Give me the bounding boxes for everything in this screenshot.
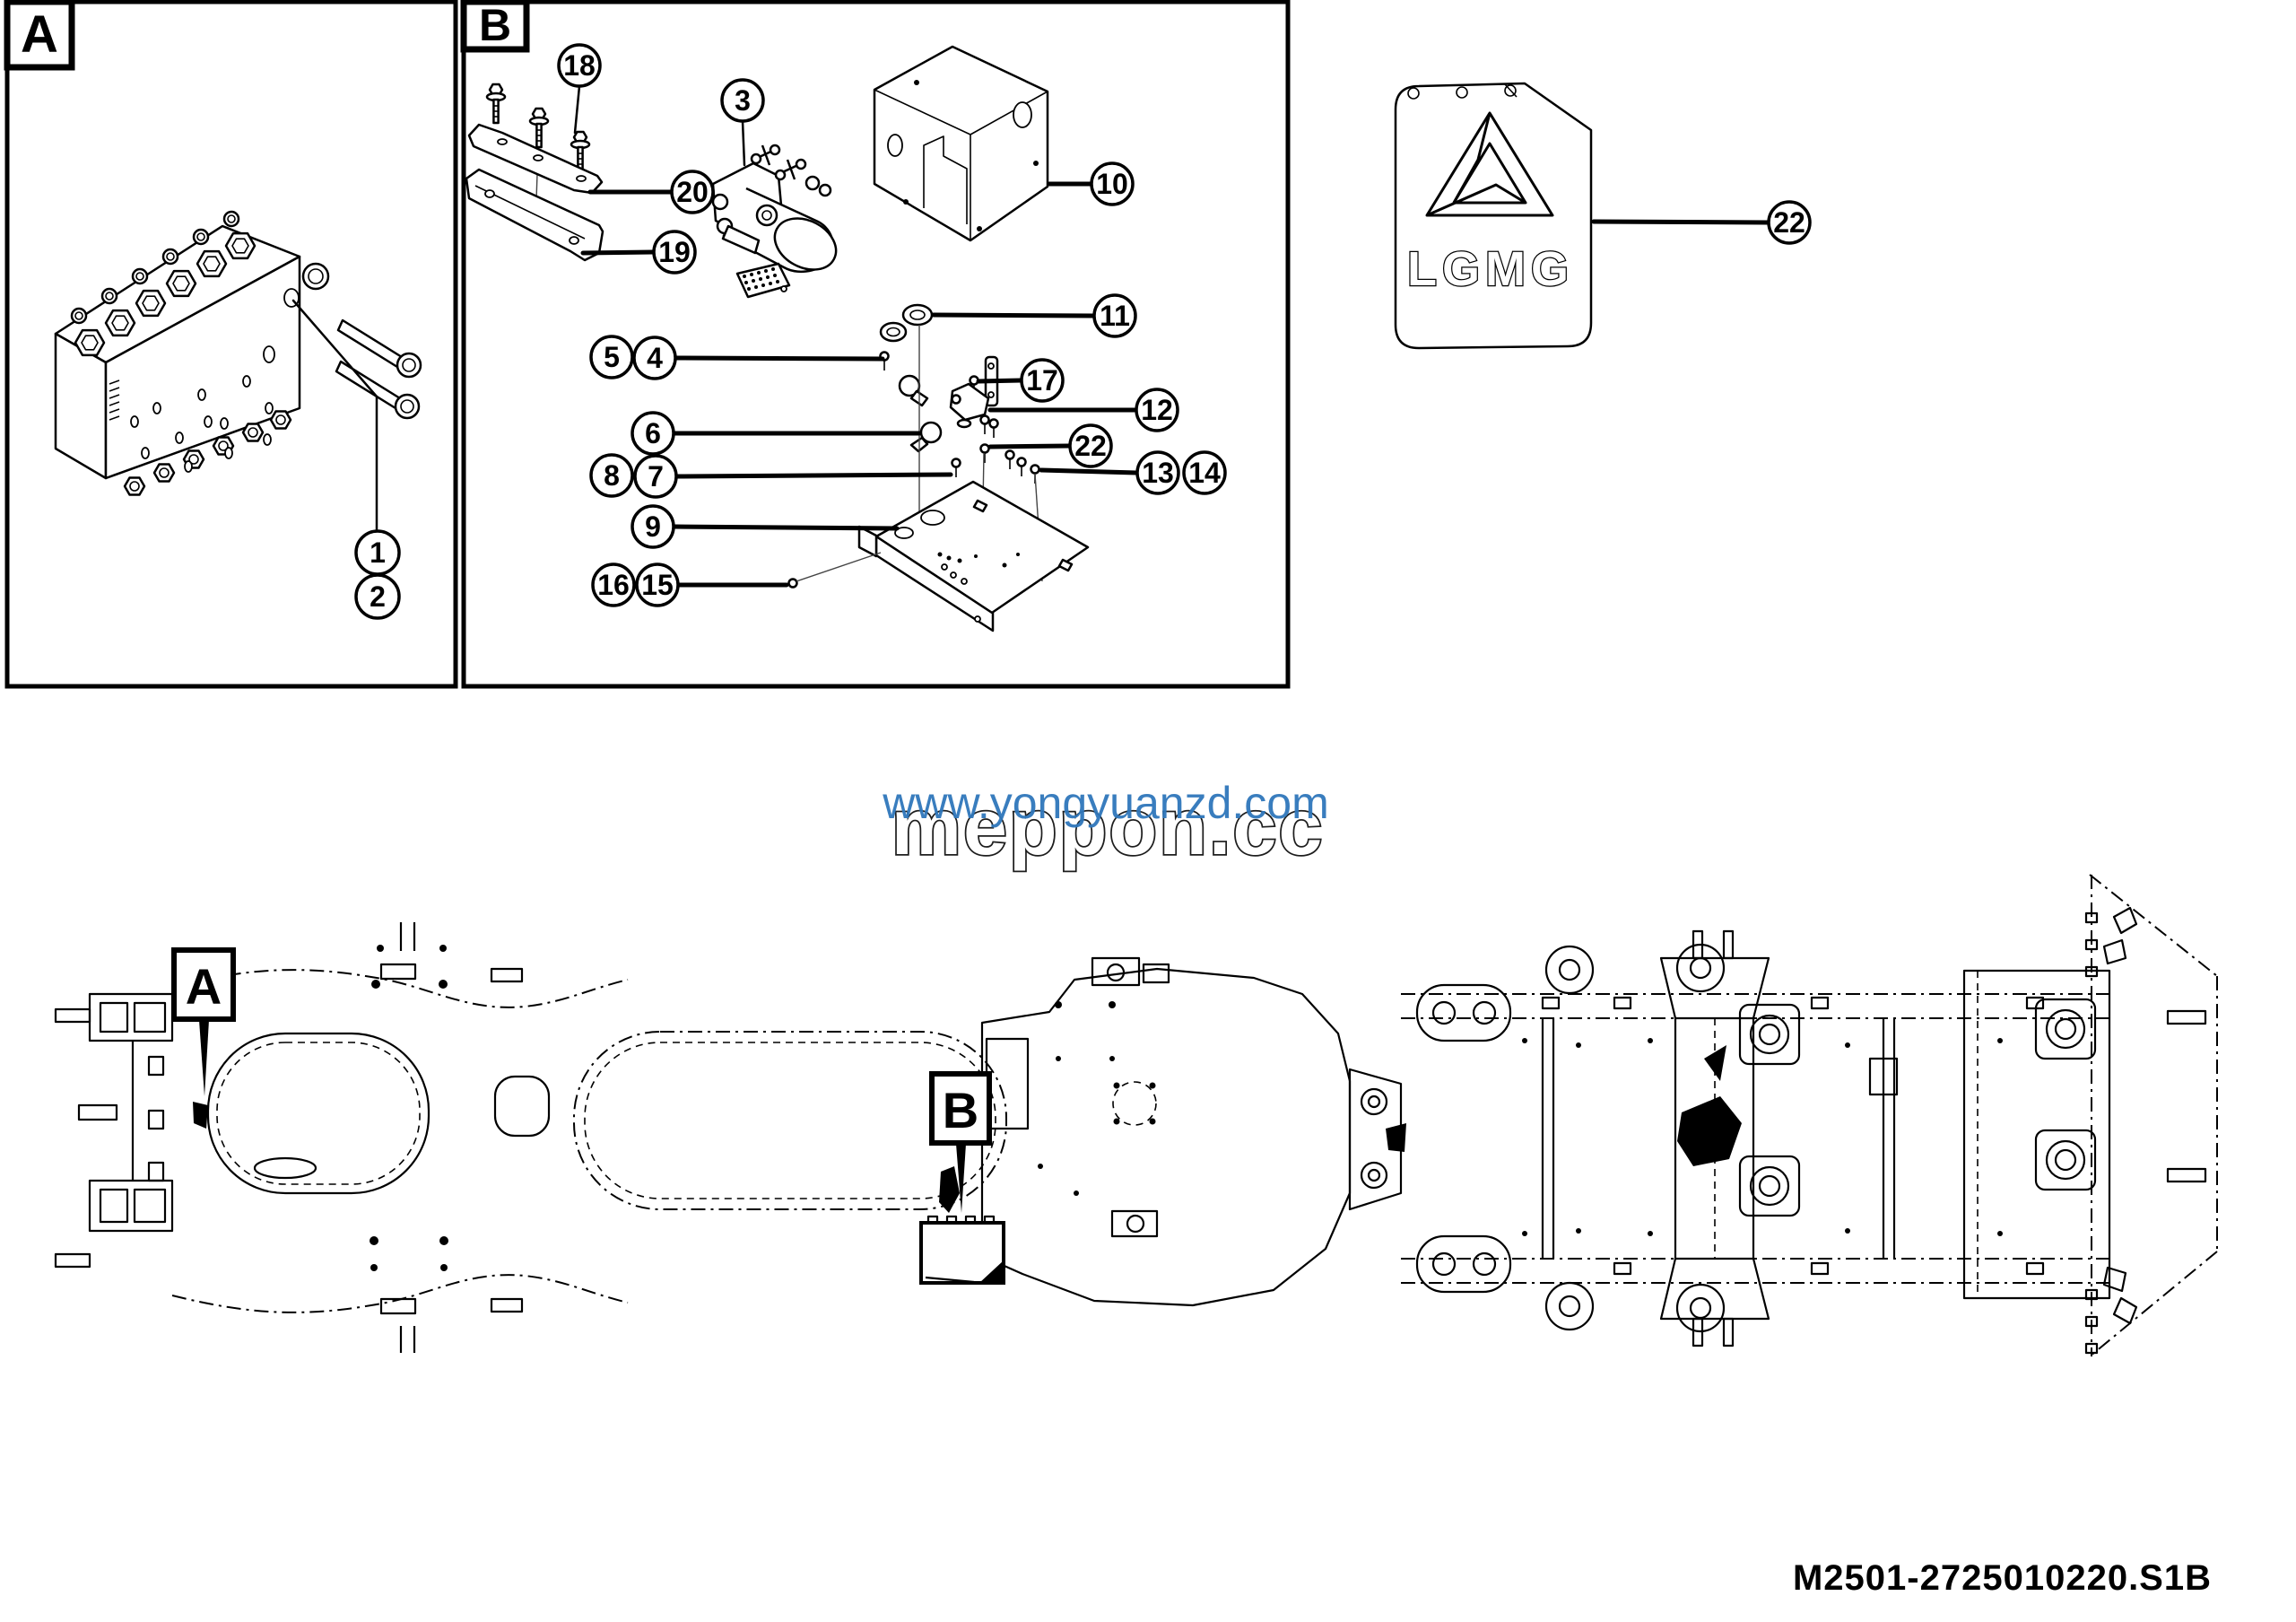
chassis-rear-frame bbox=[1401, 929, 2111, 1347]
screw-15-16 bbox=[787, 552, 882, 589]
callout-20: 20 bbox=[670, 170, 715, 214]
clamp-4-5 bbox=[879, 351, 929, 407]
svg-text:12: 12 bbox=[1141, 394, 1173, 426]
svg-text:13: 13 bbox=[1142, 457, 1174, 489]
svg-text:9: 9 bbox=[645, 510, 661, 543]
svg-text:1: 1 bbox=[370, 536, 386, 569]
svg-text:8: 8 bbox=[604, 459, 620, 492]
svg-text:4: 4 bbox=[647, 342, 663, 374]
svg-text:3: 3 bbox=[735, 84, 751, 117]
callout-9: 9 bbox=[631, 504, 675, 549]
svg-text:18: 18 bbox=[563, 49, 596, 82]
svg-text:5: 5 bbox=[604, 341, 620, 373]
svg-text:16: 16 bbox=[597, 569, 630, 601]
svg-text:7: 7 bbox=[648, 460, 664, 493]
battery-box bbox=[919, 1215, 1005, 1285]
callout-14: 14 bbox=[1182, 450, 1227, 495]
plate-screws bbox=[951, 443, 1040, 485]
callout-4: 4 bbox=[632, 336, 677, 380]
leader-1-2 bbox=[291, 299, 378, 531]
callout-15: 15 bbox=[635, 562, 680, 607]
svg-text:11: 11 bbox=[1100, 300, 1130, 332]
bracket-upper bbox=[467, 123, 604, 195]
chassis-articulation bbox=[1348, 1068, 1406, 1211]
watermark-underlay: meppon.cc bbox=[891, 782, 1325, 871]
chassis-marker-a: A bbox=[171, 947, 236, 1129]
callout-5: 5 bbox=[589, 335, 634, 379]
callout-13: 13 bbox=[1135, 450, 1180, 495]
chassis-left-tub bbox=[54, 922, 629, 1353]
svg-text:22: 22 bbox=[1074, 430, 1107, 462]
cross-fittings bbox=[750, 144, 832, 197]
panel-a-label: A bbox=[21, 5, 58, 64]
mounting-plate bbox=[857, 480, 1090, 632]
panel-b: B bbox=[460, 0, 1291, 689]
drawing-number: M2501-2725010220.S1B bbox=[1793, 1558, 2212, 1598]
spring-detail bbox=[109, 379, 120, 421]
svg-text:10: 10 bbox=[1096, 168, 1128, 200]
chassis-middle-oval bbox=[573, 1031, 1007, 1210]
callout-6: 6 bbox=[631, 411, 675, 456]
callout-2: 2 bbox=[354, 573, 401, 620]
battery-tray-box bbox=[873, 45, 1049, 242]
callout-12: 12 bbox=[1135, 388, 1179, 432]
chassis-rear-arrow bbox=[2084, 874, 2218, 1357]
lever-bracket-12 bbox=[949, 382, 990, 429]
svg-text:A: A bbox=[186, 958, 222, 1015]
svg-text:14: 14 bbox=[1188, 457, 1221, 489]
callout-3: 3 bbox=[720, 78, 765, 123]
svg-text:19: 19 bbox=[658, 236, 691, 268]
svg-text:17: 17 bbox=[1026, 364, 1058, 397]
valve-block bbox=[54, 210, 330, 496]
panel-a-label-box bbox=[4, 0, 75, 71]
chassis-drawing: A B bbox=[54, 874, 2218, 1357]
chassis-marker-b: B bbox=[929, 1071, 992, 1213]
svg-text:20: 20 bbox=[676, 176, 709, 208]
callout-7: 7 bbox=[633, 454, 678, 499]
grommets bbox=[879, 303, 934, 343]
panel-a: A bbox=[4, 0, 458, 689]
panel-b-frame bbox=[461, 0, 1291, 689]
power-unit-pump bbox=[711, 144, 838, 274]
svg-text:2: 2 bbox=[370, 580, 386, 613]
chassis-center-platform bbox=[980, 956, 1352, 1307]
clamp-6 bbox=[909, 421, 943, 453]
watermark-overlay: www.yongyuanzd.com bbox=[882, 778, 1328, 828]
callout-17: 17 bbox=[1020, 358, 1065, 403]
callout-1: 1 bbox=[354, 529, 401, 576]
svg-text:22: 22 bbox=[1773, 206, 1805, 239]
logo-plate: LGMG bbox=[1394, 82, 1770, 350]
callout-18: 18 bbox=[557, 43, 602, 88]
svg-text:15: 15 bbox=[641, 569, 674, 601]
callout-22: 22 bbox=[1767, 200, 1812, 245]
connector-block bbox=[735, 262, 791, 299]
lgmg-logo-icon bbox=[1425, 111, 1554, 217]
panel-a-frame bbox=[4, 0, 458, 689]
mounting-bolts bbox=[335, 318, 422, 420]
callout-22: 22 bbox=[1068, 423, 1113, 468]
callout-16: 16 bbox=[591, 562, 636, 607]
callout-10: 10 bbox=[1090, 161, 1135, 206]
svg-text:B: B bbox=[943, 1082, 978, 1138]
logo-brand-text: LGMG bbox=[1407, 242, 1574, 296]
svg-text:6: 6 bbox=[645, 417, 661, 449]
callout-11: 11 bbox=[1092, 293, 1137, 338]
panel-b-label-box bbox=[460, 0, 530, 53]
callout-19: 19 bbox=[652, 230, 697, 275]
paired-bolts bbox=[979, 414, 999, 440]
callout-8: 8 bbox=[589, 453, 634, 498]
leader-lines bbox=[573, 84, 1139, 588]
panel-b-label: B bbox=[479, 0, 511, 50]
